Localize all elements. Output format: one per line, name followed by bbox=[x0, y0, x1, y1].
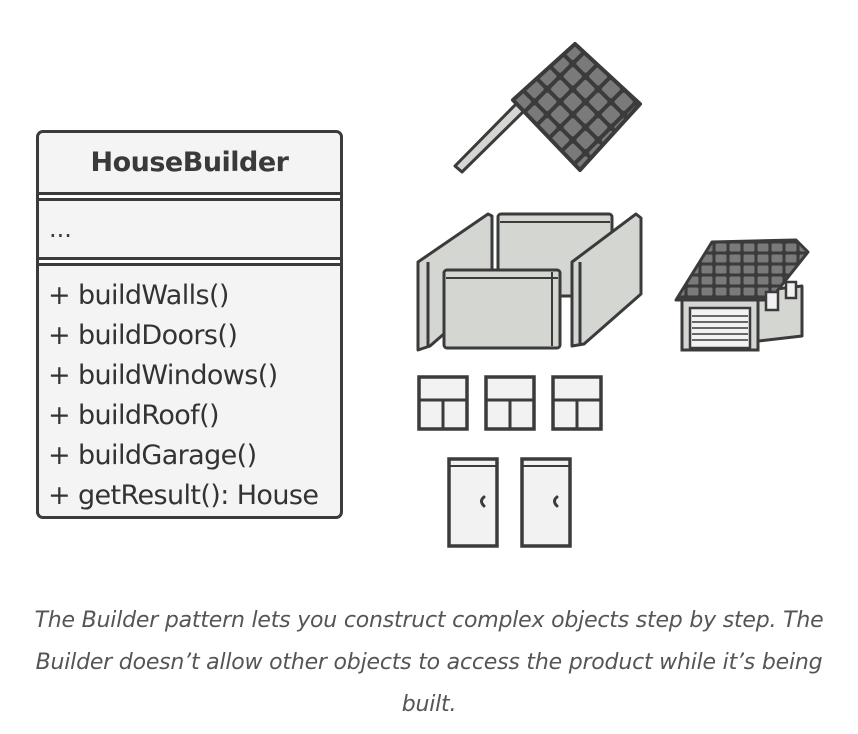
uml-method: + buildWindows() bbox=[48, 360, 278, 391]
window-icon bbox=[551, 375, 603, 431]
uml-methods: + buildWalls() + buildDoors() + buildWin… bbox=[39, 263, 340, 516]
uml-method: + buildRoof() bbox=[48, 400, 220, 431]
uml-method: + buildWalls() bbox=[48, 280, 229, 311]
uml-fields: ... bbox=[39, 198, 340, 260]
door-icon bbox=[520, 457, 572, 548]
figure-caption: The Builder pattern lets you construct c… bbox=[34, 608, 824, 717]
uml-method: + buildDoors() bbox=[48, 320, 238, 351]
uml-method: + getResult(): House bbox=[48, 480, 319, 511]
garage-icon bbox=[674, 238, 810, 352]
uml-divider bbox=[39, 260, 340, 263]
door-icon bbox=[447, 457, 499, 548]
window-icon bbox=[417, 375, 469, 431]
uml-divider bbox=[39, 195, 340, 198]
uml-class-name: HouseBuilder bbox=[39, 133, 340, 195]
roof-icon bbox=[453, 42, 642, 174]
uml-method: + buildGarage() bbox=[48, 440, 257, 471]
walls-icon bbox=[416, 212, 643, 352]
uml-class-box: HouseBuilder ... + buildWalls() + buildD… bbox=[36, 130, 343, 519]
window-icon bbox=[484, 375, 536, 431]
